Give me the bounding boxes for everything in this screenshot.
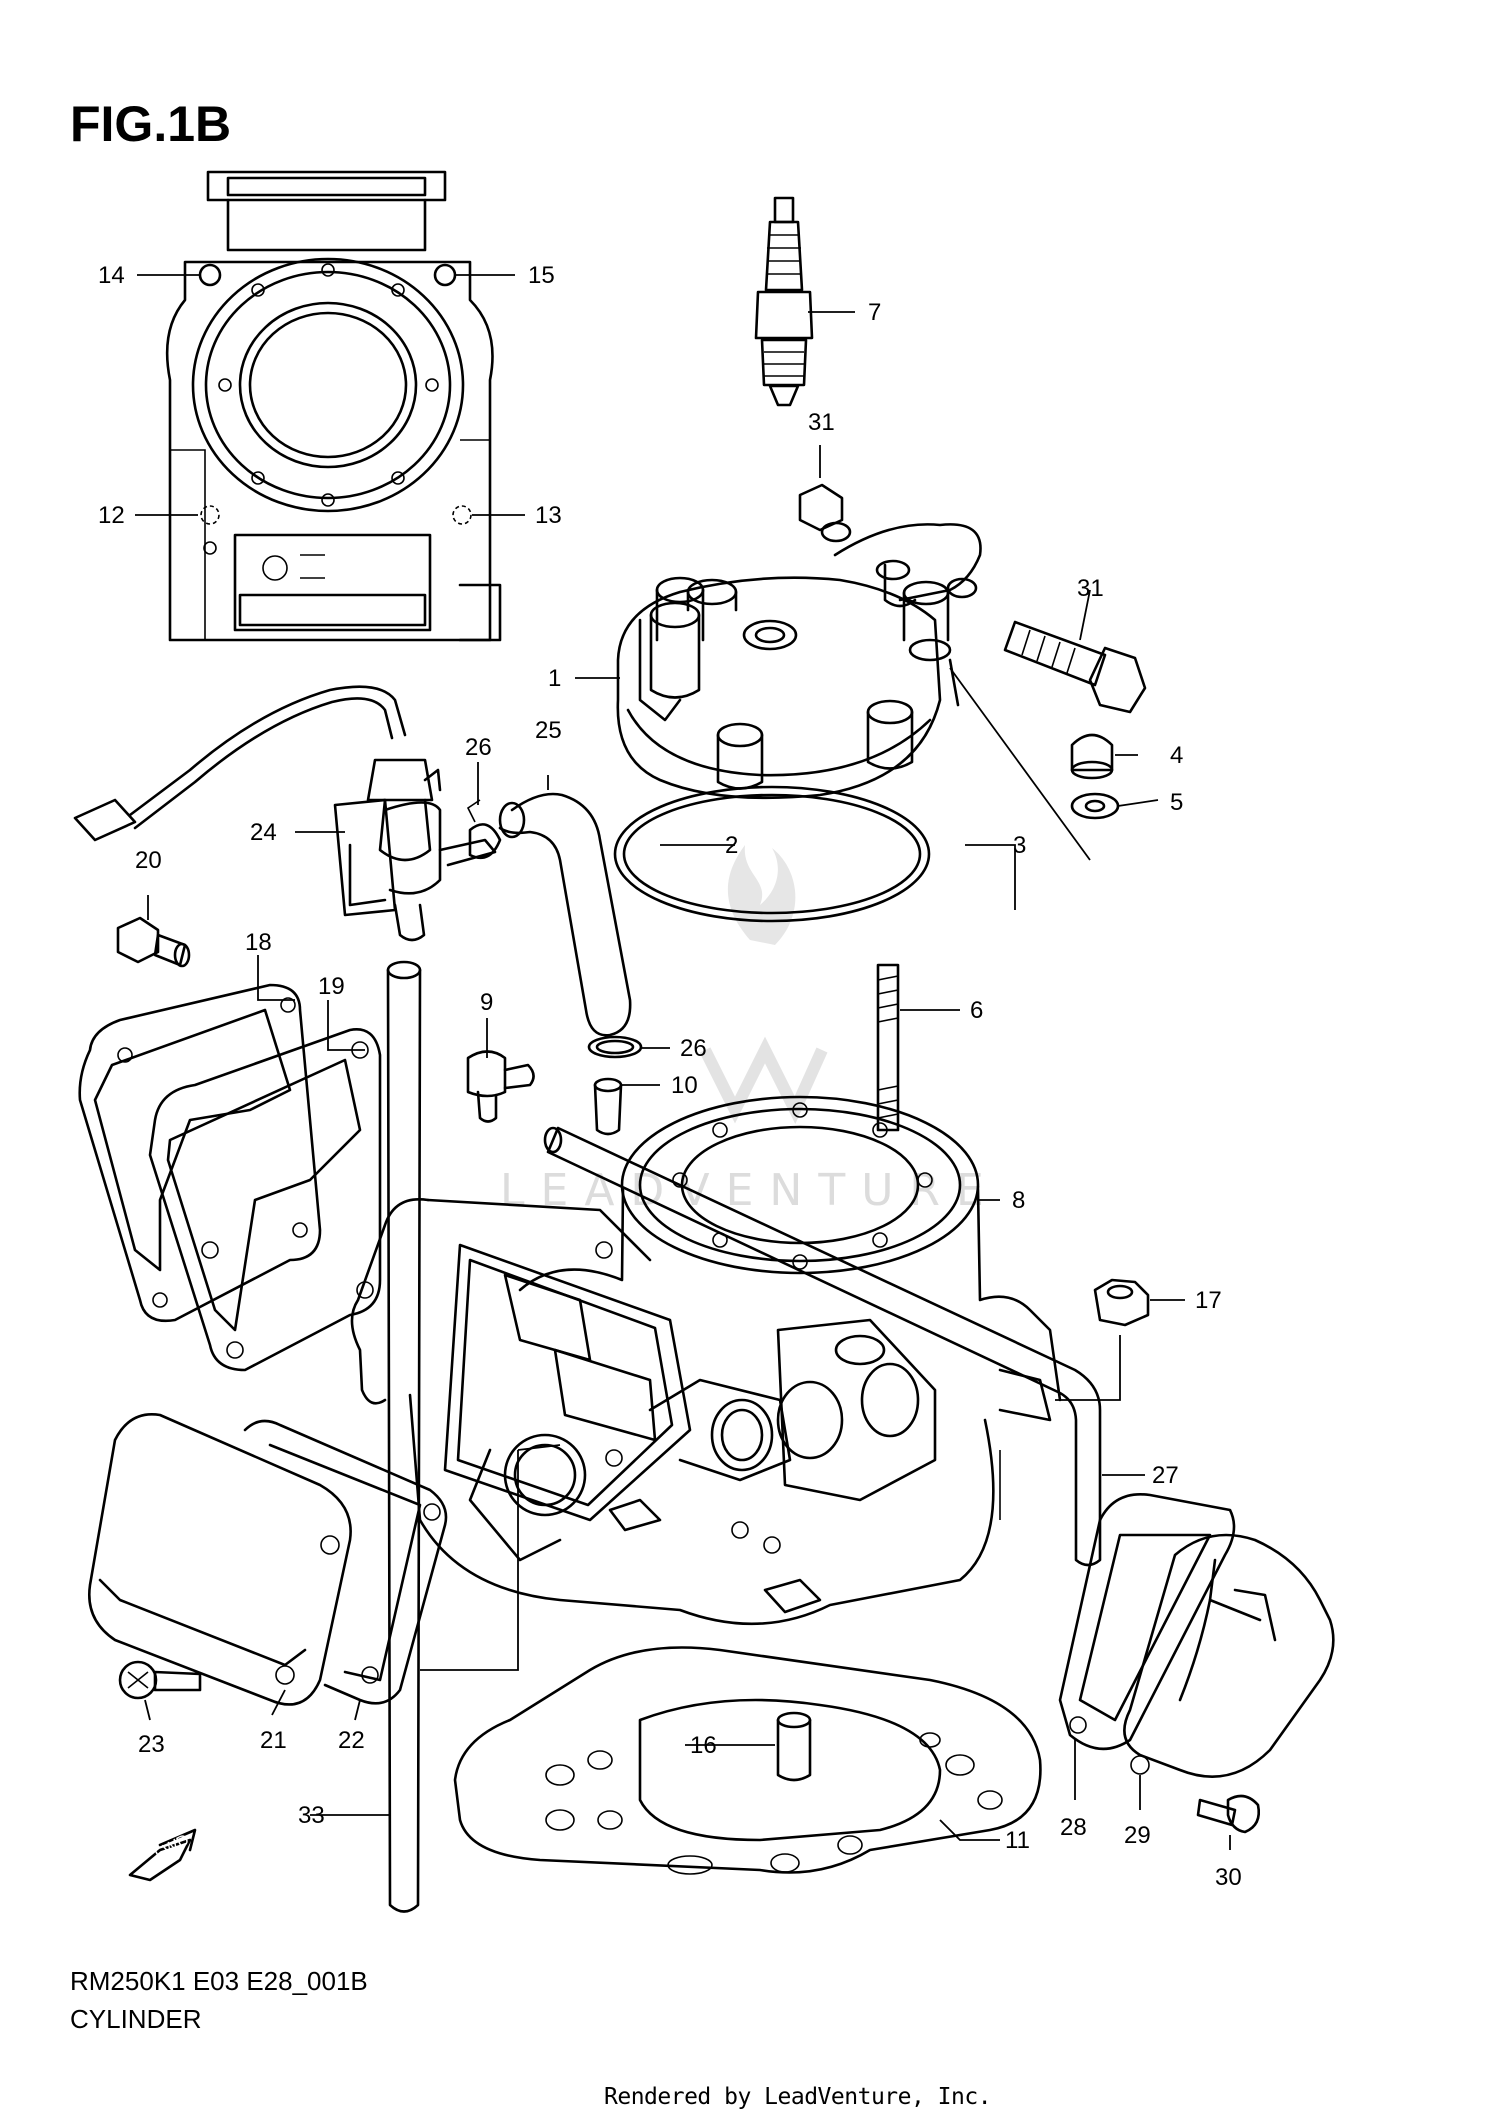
gasket-22 bbox=[243, 1419, 448, 1705]
bolt-23 bbox=[118, 1660, 202, 1700]
cover-28 bbox=[1123, 1533, 1335, 1778]
nut-32 bbox=[798, 483, 852, 543]
cylinder-top-view bbox=[165, 170, 502, 642]
cylinder-head bbox=[616, 523, 982, 800]
fwd-arrow-icon: FWD bbox=[128, 1828, 197, 1882]
callout-28: 29 bbox=[1124, 1822, 1151, 1849]
washer-5 bbox=[1070, 792, 1120, 820]
callout-31: 31 bbox=[1077, 575, 1104, 602]
callout-2: 2 bbox=[725, 832, 738, 859]
fwd-label: FWD bbox=[152, 1831, 192, 1863]
nipple-9 bbox=[466, 1050, 535, 1123]
callout-22: 22 bbox=[338, 1727, 365, 1754]
callout-6: 6 bbox=[970, 997, 983, 1024]
callout-11: 11 bbox=[1005, 1827, 1030, 1854]
clamp-26a bbox=[466, 799, 502, 860]
cover-21 bbox=[88, 1412, 352, 1706]
pipe-33 bbox=[386, 960, 422, 1913]
callout-9: 9 bbox=[480, 989, 493, 1016]
callout-26b: 26 bbox=[680, 1035, 707, 1062]
actuator-24 bbox=[73, 685, 497, 942]
callout-5: 5 bbox=[1170, 789, 1183, 816]
callout-numbers: 14 15 12 13 7 31 31 1 4 5 2 3 25 26 24 2… bbox=[98, 262, 1242, 1891]
figure-title: FIG.1B bbox=[70, 96, 232, 152]
callout-10: 10 bbox=[671, 1072, 698, 1099]
callout-1: 1 bbox=[548, 665, 561, 692]
callout-24: 24 bbox=[250, 819, 277, 846]
callout-32: 31 bbox=[808, 409, 835, 436]
callout-20: 20 bbox=[135, 847, 162, 874]
callout-13: 13 bbox=[535, 502, 562, 529]
bolt-30 bbox=[1196, 1794, 1260, 1834]
callout-33: 33 bbox=[298, 1802, 325, 1829]
callout-4: 4 bbox=[1170, 742, 1183, 769]
nut-4 bbox=[1070, 733, 1114, 780]
callout-29: 28 bbox=[1060, 1814, 1087, 1841]
base-gasket-11 bbox=[453, 1646, 1042, 1875]
callout-18: 18 bbox=[245, 929, 272, 956]
callout-12: 12 bbox=[98, 502, 125, 529]
callout-16: 16 bbox=[690, 1732, 717, 1759]
watermark-text: LEADVENTURE bbox=[500, 1165, 1000, 1216]
clamp-26b bbox=[587, 1035, 643, 1059]
callout-8: 8 bbox=[1012, 1187, 1025, 1214]
leader-lines bbox=[135, 274, 1231, 1850]
diagram-name: CYLINDER bbox=[70, 2004, 202, 2034]
gasket-19 bbox=[148, 1028, 382, 1372]
bolt-31 bbox=[1003, 620, 1147, 714]
stud-6 bbox=[876, 963, 900, 1132]
gasket-18 bbox=[78, 983, 322, 1323]
callout-26a: 26 bbox=[465, 734, 492, 761]
callout-27: 27 bbox=[1152, 1462, 1179, 1489]
watermark: LEADVENTURE bbox=[500, 845, 1000, 1216]
gasket-29 bbox=[1058, 1493, 1236, 1751]
callout-14: 14 bbox=[98, 262, 125, 289]
nut-17 bbox=[1093, 1278, 1150, 1327]
callout-7: 7 bbox=[868, 299, 881, 326]
callout-3: 3 bbox=[1013, 832, 1026, 859]
callout-15: 15 bbox=[528, 262, 555, 289]
callout-21: 21 bbox=[260, 1727, 287, 1754]
callout-17: 17 bbox=[1195, 1287, 1222, 1314]
hose-25 bbox=[498, 792, 632, 1037]
render-credit: Rendered by LeadVenture, Inc. bbox=[604, 2084, 992, 2110]
bolt-20 bbox=[116, 916, 191, 968]
pipe-10 bbox=[593, 1077, 623, 1136]
head-gaskets bbox=[613, 785, 931, 923]
callout-23: 23 bbox=[138, 1731, 165, 1758]
callout-19: 19 bbox=[318, 973, 345, 1000]
callout-30: 30 bbox=[1215, 1864, 1242, 1891]
spark-plug bbox=[754, 196, 814, 407]
diagram-code: RM250K1 E03 E28_001B bbox=[70, 1966, 368, 1996]
dowel-16 bbox=[776, 1711, 812, 1782]
callout-25: 25 bbox=[535, 717, 562, 744]
